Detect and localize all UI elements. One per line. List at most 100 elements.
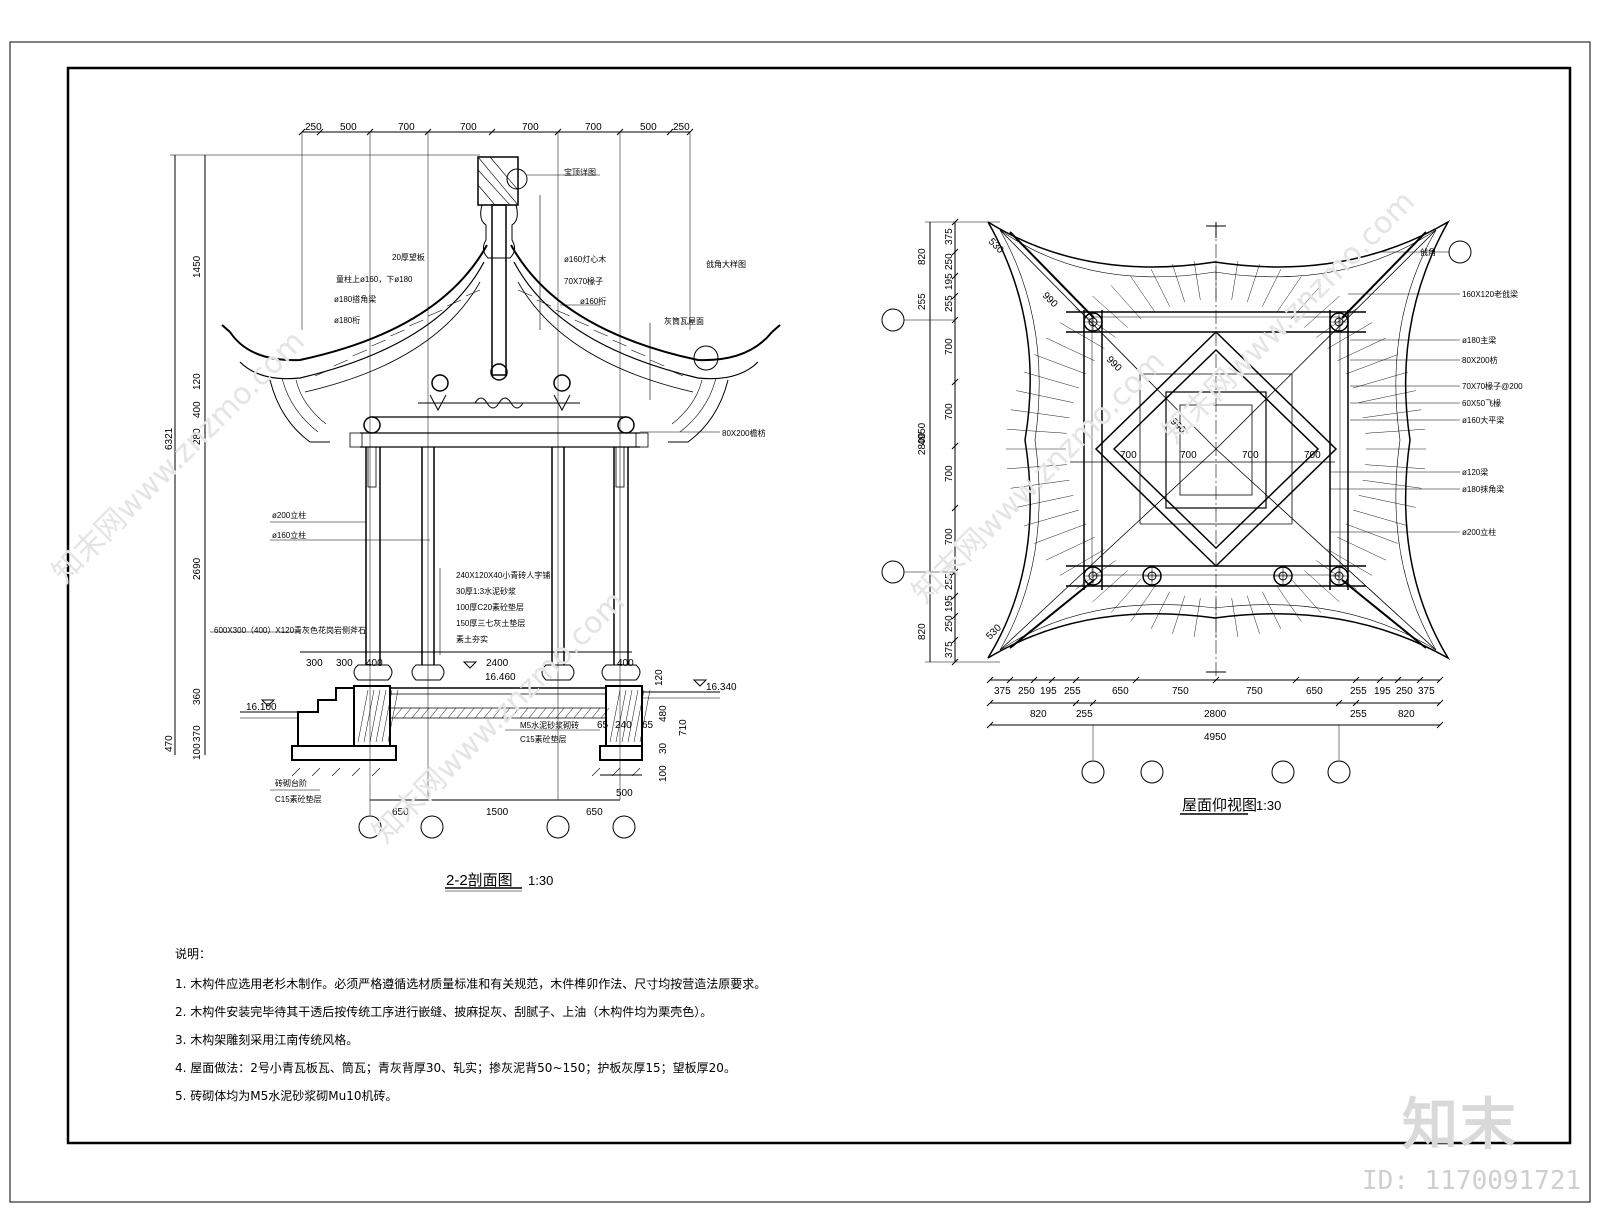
elev-16460: 16.460	[485, 672, 516, 683]
plan-b1-2: 195	[1040, 686, 1057, 697]
plan-lbl-corner: 戗角	[1420, 247, 1436, 257]
lbl-beam180a: ø180搭角梁	[334, 294, 376, 304]
left-dim-100: 100	[192, 743, 203, 760]
plan-left-dim-250a: 250	[944, 253, 955, 270]
left-dim-6321: 6321	[164, 427, 175, 450]
lbl-mortar: M5水泥砂浆砌砖	[520, 720, 579, 730]
note-item-1: 1. 木构件应选用老杉木制作。必须严格遵循选材质量标准和有关规范，木件榫卯作法、…	[175, 977, 767, 991]
note-item-5: 5. 砖砌体均为M5水泥砂浆砌Mu10机砖。	[175, 1089, 398, 1103]
left-dim-360: 360	[192, 688, 203, 705]
plan-left-dim-700c: 700	[944, 465, 955, 482]
plan-left-dim-375a: 375	[944, 228, 955, 245]
left-dim-120: 120	[192, 373, 203, 390]
note-item-3: 3. 木构架雕刻采用江南传统风格。	[175, 1033, 359, 1047]
plan-drawing	[881, 218, 1472, 815]
plan-left-dim-250b: 250	[944, 615, 955, 632]
plan-lbl-5: 60X50飞椽	[1462, 398, 1501, 408]
section-text: 250 500 700 700 700 700 500 250 1450 632…	[164, 122, 766, 889]
lbl-paving1: 240X120X40小青砖人字铺	[456, 570, 550, 580]
base-dim-400b: 400	[617, 658, 634, 669]
top-dim-5: 700	[585, 122, 602, 133]
section-drawing	[170, 128, 781, 892]
right-dim-65: 65	[597, 720, 609, 731]
plan-lbl-7: ø120梁	[1462, 468, 1488, 477]
base-dim-2400: 2400	[486, 658, 509, 669]
plan-b2-1: 255	[1076, 709, 1093, 720]
left-dim-280: 280	[192, 428, 203, 445]
top-dim-2: 700	[398, 122, 415, 133]
plan-b1-1: 250	[1018, 686, 1035, 697]
plan-lbl-2: ø180主梁	[1462, 335, 1496, 345]
base-dim-500: 500	[616, 788, 633, 799]
plan-inner-0: 700	[1120, 450, 1137, 461]
plan-b1-3: 255	[1064, 686, 1081, 697]
section-title: 2-2剖面图	[446, 872, 513, 889]
right-dim-480: 480	[658, 705, 669, 722]
plan-text: 4950 820 375 250 195 255 700 2800 700 70…	[917, 228, 1523, 814]
plan-b2-4: 820	[1398, 709, 1415, 720]
base-dim-400a: 400	[366, 658, 383, 669]
plan-inner-3: 700	[1304, 450, 1321, 461]
plan-b1-6: 750	[1246, 686, 1263, 697]
plan-diag-990b: 990	[1104, 354, 1124, 374]
brand-logo: 知末	[1402, 1093, 1518, 1158]
plan-lbl-9: ø200立柱	[1462, 527, 1496, 537]
lbl-paving4: 150厚三七灰土垫层	[456, 618, 525, 628]
right-dim-710: 710	[678, 719, 689, 736]
plan-diag-530a: 530	[986, 236, 1006, 256]
lbl-purlin160: ø160桁	[580, 296, 606, 306]
left-dim-400: 400	[192, 401, 203, 418]
plan-bottom-total: 4950	[1204, 732, 1227, 743]
base-dim-300b: 300	[336, 658, 353, 669]
lbl-purlin-top: 童柱上ø160，下ø180	[336, 274, 413, 284]
outer-border	[9, 41, 1591, 1203]
plan-lbl-8: ø180抹角梁	[1462, 484, 1504, 494]
plan-left-dim-255b: 255	[944, 573, 955, 590]
lbl-corner-detail: 戗角大样图	[706, 259, 746, 269]
plan-diag-990a: 990	[1040, 290, 1060, 310]
lbl-paving3: 100厚C20素砼垫层	[456, 602, 524, 612]
plan-inner-1: 700	[1180, 450, 1197, 461]
notes-title: 说明：	[175, 947, 212, 961]
base-dim-300a: 300	[306, 658, 323, 669]
lbl-beam180b: ø180桁	[334, 315, 360, 325]
left-dim-470: 470	[164, 735, 175, 752]
left-dim-1450: 1450	[192, 255, 203, 278]
section-scale: 1:30	[528, 873, 553, 888]
lbl-board: 20厚望板	[392, 252, 425, 262]
plan-b1-11: 375	[1418, 686, 1435, 697]
plan-diag-990c: 990	[1168, 416, 1188, 436]
elev-16100: 16.100	[246, 702, 277, 713]
bottom-dim-650a: 650	[392, 807, 409, 818]
top-dim-3: 700	[460, 122, 477, 133]
plan-b2-0: 820	[1030, 709, 1047, 720]
plan-b2-2: 2800	[1204, 709, 1227, 720]
top-dim-7: 250	[673, 122, 690, 133]
plan-left-dim-4950: 4950	[917, 422, 928, 445]
plan-left-dim-700b: 700	[944, 403, 955, 420]
lbl-col160: ø160立柱	[272, 530, 306, 540]
lbl-tile: 灰筒瓦屋面	[664, 316, 704, 326]
top-dim-6: 500	[640, 122, 657, 133]
plan-b1-4: 650	[1112, 686, 1129, 697]
plan-left-dim-820b: 820	[917, 623, 928, 640]
plan-b1-7: 650	[1306, 686, 1323, 697]
plan-left-dim-700d: 700	[944, 528, 955, 545]
plan-left-dim-375b: 375	[944, 641, 955, 658]
plan-left-dim-255a: 255	[944, 295, 955, 312]
lbl-core: ø160灯心木	[564, 254, 606, 264]
plan-b1-0: 375	[994, 686, 1011, 697]
lbl-c15b: C15素砼垫层	[275, 794, 322, 804]
bottom-dim-650b: 650	[586, 807, 603, 818]
plan-left-dim-255c: 255	[917, 293, 928, 310]
id-label: ID: 1170091721	[1362, 1166, 1582, 1196]
plan-b1-8: 255	[1350, 686, 1367, 697]
inner-frame	[66, 66, 1572, 1145]
note-item-2: 2. 木构件安装完毕待其干透后按传统工序进行嵌缝、披麻捉灰、刮腻子、上油（木构件…	[175, 1005, 713, 1019]
lbl-c15: C15素砼垫层	[520, 734, 567, 744]
left-dim-370: 370	[192, 725, 203, 742]
plan-lbl-3: 80X200枋	[1462, 355, 1498, 365]
base-dim-65b: 65	[642, 720, 654, 731]
notes-block: 说明： 1. 木构件应选用老杉木制作。必须严格遵循选材质量标准和有关规范，木件榫…	[175, 940, 767, 1110]
